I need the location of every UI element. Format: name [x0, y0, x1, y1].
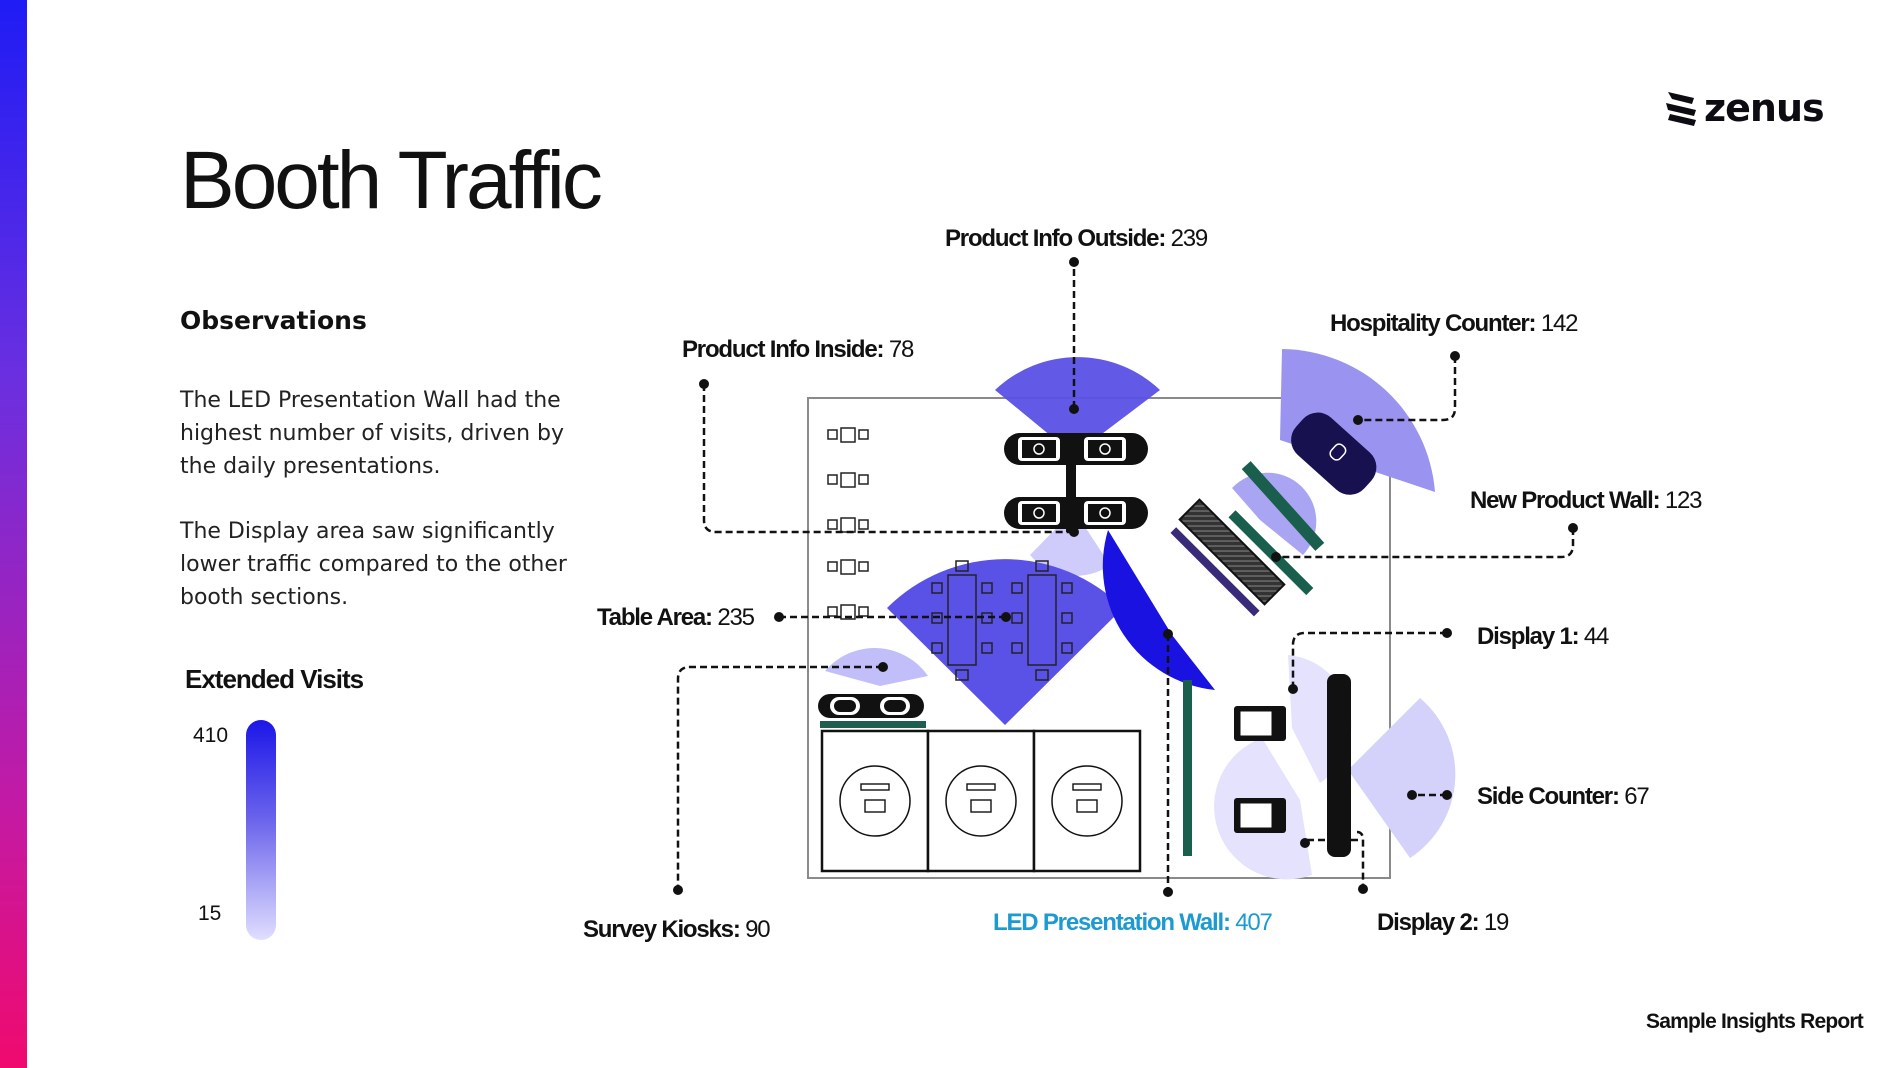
wall-seating [827, 427, 869, 620]
leader-lines [676, 258, 1575, 890]
label-table-area: Table Area: 235 [597, 604, 755, 631]
survey-kiosk-units [818, 694, 926, 728]
heat-zone-product-info-inside [1030, 510, 1110, 576]
observations-heading: Observations [180, 306, 367, 335]
heat-zone-new-product-wall [1232, 472, 1317, 555]
led-presentation-wall-structure [1170, 498, 1314, 617]
new-product-wall-panel [1241, 461, 1325, 551]
green-wall-strip [1183, 680, 1192, 856]
label-new-product-wall: New Product Wall: 123 [1470, 487, 1702, 514]
legend-min-value: 15 [198, 902, 222, 925]
label-display-1: Display 1: 44 [1477, 623, 1609, 650]
legend-title: Extended Visits [185, 664, 364, 694]
zenus-mark-icon [1666, 92, 1696, 126]
report-footer: Sample Insights Report [1646, 1010, 1864, 1033]
legend-gradient-bar [246, 720, 276, 940]
hospitality-counter-unit [1291, 412, 1377, 495]
meeting-rooms [820, 729, 1142, 873]
leader-dots [673, 257, 1578, 897]
label-product-info-outside: Product Info Outside: 239 [945, 225, 1208, 252]
observation-paragraph-1: The LED Presentation Wall had the highes… [180, 388, 565, 479]
legend-max-value: 410 [193, 724, 229, 747]
label-side-counter: Side Counter: 67 [1477, 783, 1649, 810]
logo-wordmark: zenus [1704, 86, 1825, 130]
label-survey-kiosks: Survey Kiosks: 90 [583, 916, 770, 943]
observation-paragraph-2: The Display area saw significantly lower… [180, 519, 567, 610]
product-info-kiosks [1004, 433, 1148, 532]
heat-zone-side-counter [1348, 698, 1456, 858]
table-area-furniture [931, 560, 1073, 681]
label-product-info-inside: Product Info Inside: 78 [682, 336, 914, 363]
side-counter-unit [1327, 674, 1351, 857]
display-units [1234, 706, 1286, 833]
label-led-presentation-wall: LED Presentation Wall: 407 [993, 909, 1273, 936]
accent-gradient-bar [0, 0, 27, 1068]
label-hospitality-counter: Hospitality Counter: 142 [1330, 310, 1578, 337]
label-display-2: Display 2: 19 [1377, 909, 1509, 936]
page-title: Booth Traffic [180, 135, 603, 226]
brand-logo: zenus [1664, 86, 1825, 130]
heat-zone-led-presentation-wall [1102, 530, 1215, 690]
heat-zone-table-area [887, 559, 1123, 725]
